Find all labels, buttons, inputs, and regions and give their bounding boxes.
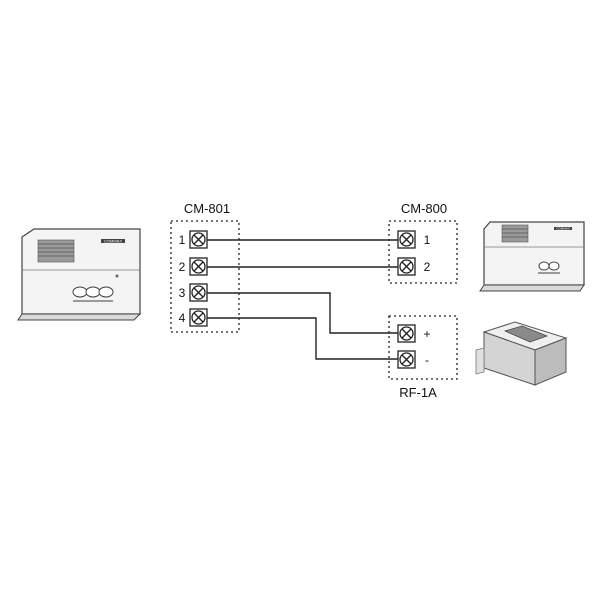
cm800-label: CM-800 bbox=[401, 201, 447, 216]
rf1a-label: RF-1A bbox=[399, 385, 437, 400]
cm801-terminal-4-screw-icon bbox=[189, 308, 208, 327]
cm801-device-illustration bbox=[17, 228, 142, 321]
cm801-terminal-4-number: 4 bbox=[179, 311, 186, 325]
cm801-terminal-1-number: 1 bbox=[179, 233, 186, 247]
cm800-terminal-2-number: 2 bbox=[424, 260, 431, 274]
rf1a-terminal-plus-sign: + bbox=[423, 327, 430, 341]
cm800-terminal-2-screw-icon bbox=[397, 257, 416, 276]
cm800-device-illustration bbox=[479, 221, 585, 292]
wire-3 bbox=[206, 292, 398, 334]
cm800-terminal-1-screw-icon bbox=[397, 230, 416, 249]
rf1a-power-supply-illustration bbox=[475, 321, 568, 386]
cm801-label: CM-801 bbox=[184, 201, 230, 216]
cm801-terminal-1-screw-icon bbox=[189, 230, 208, 249]
rf1a-terminal-minus-sign: - bbox=[425, 353, 429, 367]
wire-4 bbox=[206, 317, 398, 360]
wires bbox=[206, 239, 398, 360]
rf1a-terminal-plus-screw-icon bbox=[397, 324, 416, 343]
rf1a-terminal-minus-screw-icon bbox=[397, 350, 416, 369]
cm801-terminal-3-screw-icon bbox=[189, 283, 208, 302]
cm800-panel-brand: COMMAX bbox=[556, 227, 570, 231]
cm800-terminal-1-number: 1 bbox=[424, 233, 431, 247]
rf1a-terminal-block bbox=[388, 315, 458, 380]
cm801-panel-brand: COMMAX bbox=[104, 239, 122, 244]
cm801-terminal-3-number: 3 bbox=[179, 286, 186, 300]
cm801-terminal-2-screw-icon bbox=[189, 257, 208, 276]
cm801-terminal-2-number: 2 bbox=[179, 260, 186, 274]
screw-terminals bbox=[189, 230, 416, 369]
